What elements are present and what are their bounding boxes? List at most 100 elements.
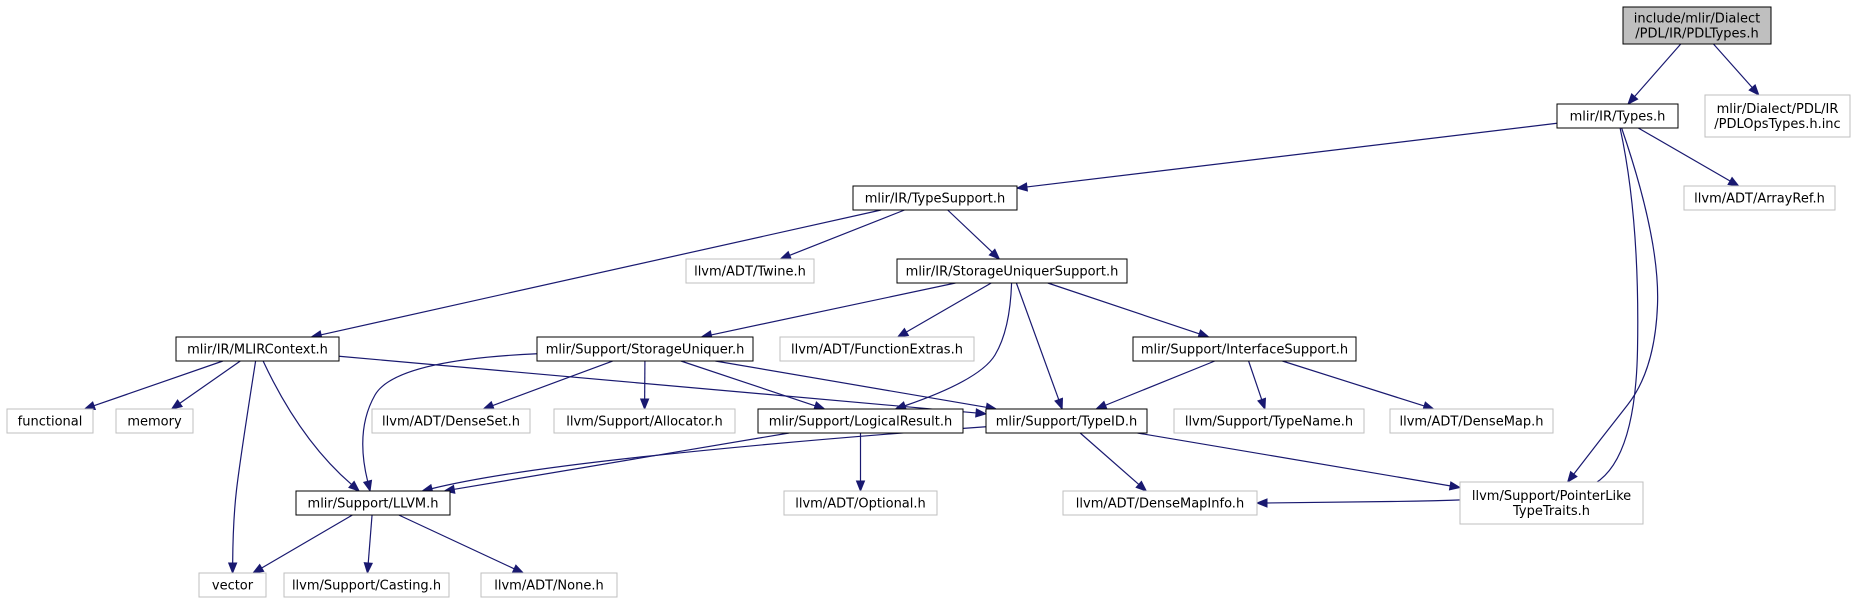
node-mlircontext[interactable]: mlir/IR/MLIRContext.h bbox=[175, 336, 340, 362]
arrowhead bbox=[1448, 481, 1462, 491]
edge-storageuniquersupport-to-storageuniquer bbox=[700, 282, 956, 340]
node-label: llvm/ADT/DenseSet.h bbox=[382, 415, 520, 430]
node-densemap: llvm/ADT/DenseMap.h bbox=[1389, 408, 1554, 434]
node-label: TypeTraits.h bbox=[1512, 504, 1590, 519]
arrowhead bbox=[348, 480, 361, 492]
node-arrayref: llvm/ADT/ArrayRef.h bbox=[1683, 185, 1836, 211]
node-box bbox=[783, 490, 938, 516]
edge-llvm-to-none bbox=[398, 514, 525, 574]
node-box bbox=[198, 572, 267, 598]
edge-storageuniquersupport-to-functionextras bbox=[896, 282, 992, 338]
node-pdlopstypes: mlir/Dialect/PDL/IR/PDLOpsTypes.h.inc bbox=[1704, 94, 1851, 138]
node-label: llvm/ADT/None.h bbox=[494, 579, 603, 594]
node-box bbox=[757, 408, 964, 434]
node-casting: llvm/Support/Casting.h bbox=[283, 572, 450, 598]
node-label: llvm/Support/Casting.h bbox=[292, 579, 441, 594]
node-typename: llvm/Support/TypeName.h bbox=[1173, 408, 1365, 434]
arrowhead bbox=[1197, 329, 1211, 339]
node-functionextras: llvm/ADT/FunctionExtras.h bbox=[779, 336, 975, 362]
arrowhead bbox=[988, 248, 1001, 260]
edge-storageuniquersupport-to-typeid bbox=[1015, 282, 1064, 411]
edge-typesupport-to-storageuniquersupport bbox=[947, 209, 1001, 260]
node-none: llvm/ADT/None.h bbox=[480, 572, 618, 598]
edge-storageuniquersupport-to-interfacesupport bbox=[1047, 282, 1211, 339]
node-box bbox=[1683, 185, 1836, 211]
arrowhead bbox=[227, 562, 238, 575]
arrowhead bbox=[1566, 470, 1578, 484]
edge-interfacesupport-to-densemap bbox=[1282, 360, 1435, 411]
node-densemapinfo: llvm/ADT/DenseMapInfo.h bbox=[1062, 490, 1258, 516]
node-functional: functional bbox=[6, 408, 94, 434]
node-storageuniquer[interactable]: mlir/Support/StorageUniquer.h bbox=[536, 336, 754, 362]
node-label: llvm/ADT/DenseMap.h bbox=[1399, 415, 1543, 430]
node-label: mlir/Support/LLVM.h bbox=[308, 497, 439, 512]
node-box bbox=[852, 185, 1018, 211]
arrowhead bbox=[83, 401, 97, 411]
node-logicalresult[interactable]: mlir/Support/LogicalResult.h bbox=[757, 408, 964, 434]
arrowhead bbox=[855, 480, 866, 493]
node-label: llvm/Support/TypeName.h bbox=[1185, 415, 1353, 430]
node-box bbox=[283, 572, 450, 598]
arrowhead bbox=[482, 400, 495, 410]
edge-ir-types-to-arrayref bbox=[1637, 127, 1740, 187]
edge-pdltypes-to-pdlopstypes bbox=[1713, 43, 1760, 97]
node-label: include/mlir/Dialect bbox=[1634, 12, 1761, 27]
node-box bbox=[115, 408, 194, 434]
edge-typeid-to-llvm bbox=[420, 426, 987, 494]
node-typesupport[interactable]: mlir/IR/TypeSupport.h bbox=[852, 185, 1018, 211]
arrowhead bbox=[1094, 400, 1108, 410]
edge-ir-types-to-typesupport bbox=[1015, 122, 1558, 192]
node-ir-types[interactable]: mlir/IR/Types.h bbox=[1556, 103, 1679, 129]
node-box bbox=[685, 258, 815, 284]
node-label: llvm/ADT/ArrayRef.h bbox=[1694, 192, 1825, 207]
node-box bbox=[295, 490, 451, 516]
edge-mlircontext-to-vector bbox=[227, 360, 257, 575]
edge-storageuniquer-to-llvm bbox=[362, 353, 538, 493]
edge-mlircontext-to-memory bbox=[170, 360, 241, 410]
arrowhead bbox=[1627, 92, 1639, 106]
node-label: llvm/Support/PointerLike bbox=[1472, 489, 1631, 504]
node-label: mlir/IR/MLIRContext.h bbox=[187, 343, 328, 358]
edge-interfacesupport-to-typeid bbox=[1094, 360, 1216, 410]
arrowhead bbox=[1054, 397, 1064, 411]
edge-mlircontext-to-functional bbox=[83, 360, 224, 411]
node-box bbox=[536, 336, 754, 362]
edge-mlircontext-to-typeid bbox=[338, 355, 988, 418]
node-interfacesupport[interactable]: mlir/Support/InterfaceSupport.h bbox=[1132, 336, 1357, 362]
node-storageuniquersupport[interactable]: mlir/IR/StorageUniquerSupport.h bbox=[896, 258, 1128, 284]
node-box bbox=[896, 258, 1128, 284]
node-box bbox=[1622, 6, 1772, 45]
node-box bbox=[1459, 481, 1644, 525]
edge-pdltypes-to-ir-types bbox=[1627, 43, 1682, 106]
arrowhead bbox=[1257, 397, 1267, 411]
node-llvm[interactable]: mlir/Support/LLVM.h bbox=[295, 490, 451, 516]
node-box bbox=[6, 408, 94, 434]
node-typeid[interactable]: mlir/Support/TypeID.h bbox=[985, 408, 1148, 434]
node-box bbox=[985, 408, 1148, 434]
node-box bbox=[371, 408, 531, 434]
node-label: llvm/ADT/Twine.h bbox=[694, 265, 806, 280]
arrowhead bbox=[1255, 498, 1268, 508]
edge-typeid-to-densemapinfo bbox=[1079, 432, 1148, 492]
node-vector: vector bbox=[198, 572, 267, 598]
edge-mlircontext-to-llvm bbox=[262, 360, 361, 492]
edge-logicalresult-to-optional bbox=[855, 433, 866, 493]
edge-interfacesupport-to-typename bbox=[1248, 360, 1267, 411]
edge-storageuniquer-to-allocator bbox=[639, 360, 650, 411]
arrowhead bbox=[511, 564, 525, 574]
node-box bbox=[1556, 103, 1679, 129]
edge-typesupport-to-twine bbox=[779, 209, 905, 260]
arrowhead bbox=[251, 563, 265, 574]
arrowhead bbox=[363, 562, 374, 575]
arrowhead bbox=[1748, 84, 1760, 97]
node-pdltypes[interactable]: include/mlir/Dialect/PDL/IR/PDLTypes.h bbox=[1622, 6, 1772, 45]
node-label: mlir/Dialect/PDL/IR bbox=[1717, 102, 1839, 117]
node-memory: memory bbox=[115, 408, 194, 434]
node-label: vector bbox=[212, 579, 254, 594]
node-label: llvm/ADT/DenseMapInfo.h bbox=[1076, 497, 1244, 512]
node-label: memory bbox=[127, 415, 182, 430]
edge-storageuniquer-to-denseset bbox=[482, 360, 613, 410]
node-label: llvm/ADT/FunctionExtras.h bbox=[791, 343, 963, 358]
edge-ir-types-to-pointerlike bbox=[1566, 127, 1659, 484]
